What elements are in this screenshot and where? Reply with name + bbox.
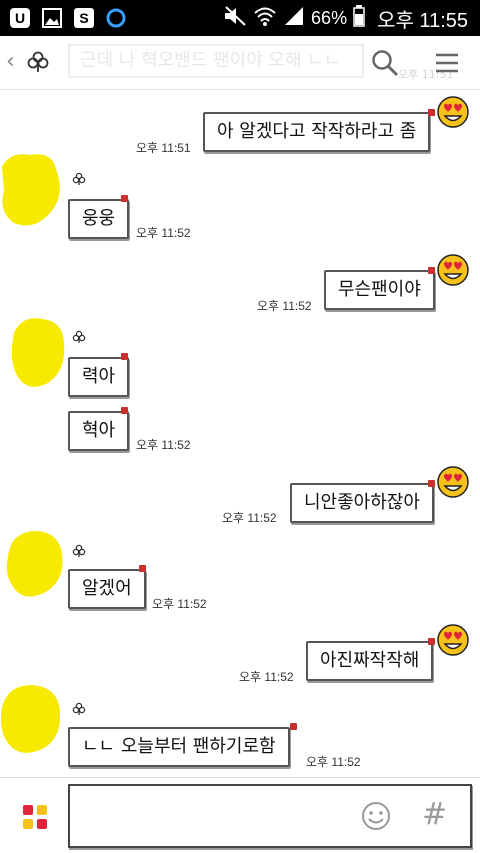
message-timestamp: 오후 11:52 bbox=[136, 438, 191, 452]
message-timestamp: 오후 11:52 bbox=[222, 511, 277, 525]
status-time: 오후 11:55 bbox=[377, 10, 468, 32]
avatar[interactable] bbox=[0, 147, 66, 229]
pin-icon bbox=[290, 723, 297, 730]
message-timestamp: 오후 11:52 bbox=[257, 299, 312, 313]
pin-icon bbox=[428, 638, 435, 645]
heart-eyes-emoji-icon bbox=[436, 253, 470, 287]
search-icon[interactable] bbox=[370, 48, 400, 78]
s-app-icon: S bbox=[72, 6, 96, 30]
message-bubble-received[interactable]: 알겠어 bbox=[68, 569, 146, 609]
chat-header: ‹ 근데 나 혁오밴드 팬이야 오해 ㄴㄴ 오후 11:51 bbox=[0, 36, 480, 90]
message-timestamp: 오후 11:52 bbox=[306, 755, 361, 769]
avatar[interactable] bbox=[8, 313, 68, 391]
input-bar bbox=[0, 777, 480, 853]
club-badge-icon bbox=[72, 329, 86, 343]
menu-icon[interactable] bbox=[434, 50, 460, 76]
club-badge-icon bbox=[72, 701, 86, 715]
room-title[interactable]: 근데 나 혁오밴드 팬이야 오해 ㄴㄴ bbox=[68, 44, 364, 78]
message-bubble-received[interactable]: ㄴㄴ 오늘부터 팬하기로함 bbox=[68, 727, 290, 767]
wifi-icon bbox=[253, 5, 277, 32]
status-bar: U S 66% 오후 11:55 bbox=[0, 0, 480, 36]
battery-icon bbox=[353, 5, 365, 32]
heart-eyes-emoji-icon bbox=[436, 623, 470, 657]
pin-icon bbox=[428, 480, 435, 487]
message-timestamp: 오후 11:51 bbox=[136, 141, 191, 155]
avatar[interactable] bbox=[4, 527, 66, 601]
u-app-icon: U bbox=[8, 6, 32, 30]
mute-icon bbox=[223, 5, 247, 32]
circle-app-icon bbox=[104, 6, 128, 30]
pin-icon bbox=[428, 267, 435, 274]
club-icon bbox=[26, 50, 50, 74]
svg-text:U: U bbox=[15, 10, 25, 26]
pin-icon bbox=[121, 407, 128, 414]
message-bubble-sent[interactable]: 아 알겠다고 작작하라고 좀 bbox=[203, 112, 431, 152]
message-input[interactable] bbox=[68, 784, 472, 848]
message-timestamp: 오후 11:52 bbox=[152, 597, 207, 611]
pin-icon bbox=[428, 109, 435, 116]
avatar[interactable] bbox=[0, 681, 66, 759]
club-badge-icon bbox=[72, 543, 86, 557]
heart-eyes-emoji-icon bbox=[436, 95, 470, 129]
message-bubble-received[interactable]: 웅웅 bbox=[68, 199, 130, 239]
pin-icon bbox=[121, 353, 128, 360]
message-bubble-sent[interactable]: 니안좋아하잖아 bbox=[290, 483, 434, 523]
pin-icon bbox=[139, 565, 146, 572]
battery-percent: 66% bbox=[311, 8, 348, 28]
message-timestamp: 오후 11:52 bbox=[136, 226, 191, 240]
back-chevron-icon[interactable]: ‹ bbox=[6, 49, 15, 74]
pin-icon bbox=[121, 195, 128, 202]
chat-area[interactable]: 아 알겠다고 작작하라고 좀 오후 11:51 웅웅 오후 11:52 무슨팬이… bbox=[0, 91, 480, 777]
hashtag-icon[interactable]: # bbox=[422, 797, 448, 832]
gallery-icon bbox=[40, 6, 64, 30]
message-bubble-sent[interactable]: 무슨팬이야 bbox=[324, 270, 435, 310]
emoticon-icon[interactable] bbox=[360, 800, 392, 832]
message-bubble-received[interactable]: 력아 bbox=[68, 357, 130, 397]
apps-grid-icon[interactable] bbox=[22, 804, 48, 830]
message-timestamp: 오후 11:52 bbox=[239, 670, 294, 684]
heart-eyes-emoji-icon bbox=[436, 465, 470, 499]
message-bubble-received[interactable]: 혁아 bbox=[68, 411, 130, 451]
svg-text:S: S bbox=[79, 10, 88, 26]
signal-icon bbox=[283, 5, 305, 32]
club-badge-icon bbox=[72, 171, 86, 185]
message-bubble-sent[interactable]: 아진짜작작해 bbox=[306, 641, 434, 681]
